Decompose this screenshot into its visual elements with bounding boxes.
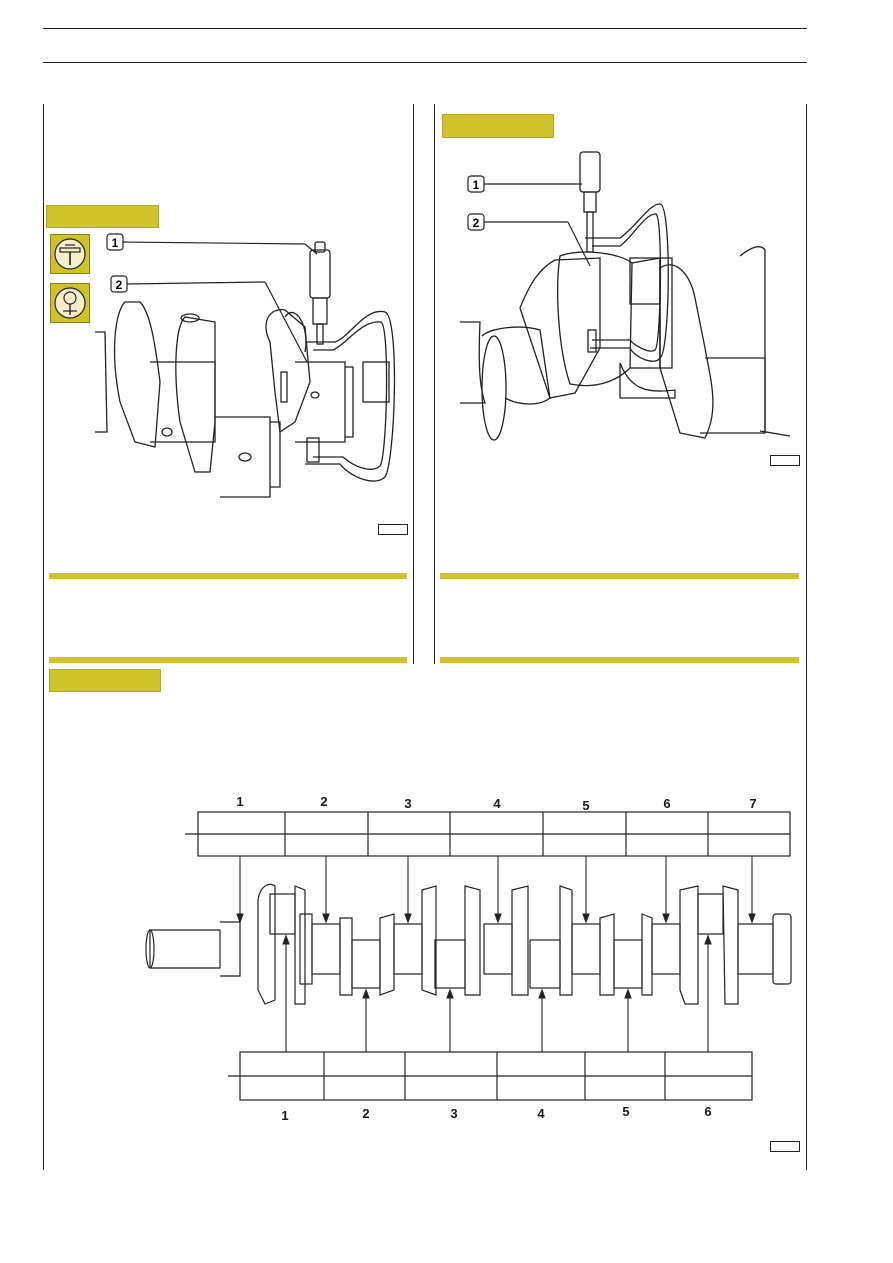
measure-diameter-icon — [50, 283, 90, 323]
figure-tag-left — [46, 205, 159, 228]
frame-right — [806, 104, 807, 1170]
crankpin-number-1: 1 — [281, 1108, 288, 1123]
callout-1-left: 1 — [112, 236, 119, 250]
main-journal-number-6: 6 — [663, 796, 670, 811]
micrometer-tool-icon — [50, 234, 90, 274]
main-journal-number-7: 7 — [749, 796, 756, 811]
crankpin-number-4: 4 — [537, 1106, 545, 1121]
crankpin-number-5: 5 — [622, 1104, 629, 1119]
section-bar-right-top — [440, 573, 799, 579]
figure-tag-bottom — [49, 669, 161, 692]
frame-left — [43, 104, 44, 1170]
figure-crankpin-measurement: 1 2 — [95, 233, 396, 498]
main-journal-number-5: 5 — [582, 798, 589, 813]
section-bar-right-bottom — [440, 657, 799, 663]
header-rule-bottom — [43, 62, 807, 63]
column-divider-a — [413, 104, 414, 664]
main-journal-number-3: 3 — [404, 796, 411, 811]
crankpin-number-2: 2 — [362, 1106, 369, 1121]
section-bar-left-top — [49, 573, 407, 579]
main-journal-number-2: 2 — [320, 794, 327, 809]
figure-number-box-right — [770, 455, 800, 466]
callout-2-right: 2 — [473, 216, 480, 230]
column-divider-b — [434, 104, 435, 664]
crankpin-number-6: 6 — [704, 1104, 711, 1119]
crankpin-number-3: 3 — [450, 1106, 457, 1121]
section-bar-left-bottom — [49, 657, 407, 663]
figure-journal-measurement: 1 2 — [460, 151, 791, 441]
figure-tag-right — [442, 114, 554, 138]
main-journal-number-1: 1 — [236, 794, 243, 809]
figure-number-box-left — [378, 524, 408, 535]
callout-2-left: 2 — [116, 278, 123, 292]
figure-crankshaft-journals: 1 2 3 4 5 6 7 1 2 3 4 5 6 — [145, 794, 792, 1123]
figure-number-box-bottom — [770, 1141, 800, 1152]
main-journal-number-4: 4 — [493, 796, 501, 811]
callout-1-right: 1 — [473, 178, 480, 192]
header-rule-top — [43, 28, 807, 29]
